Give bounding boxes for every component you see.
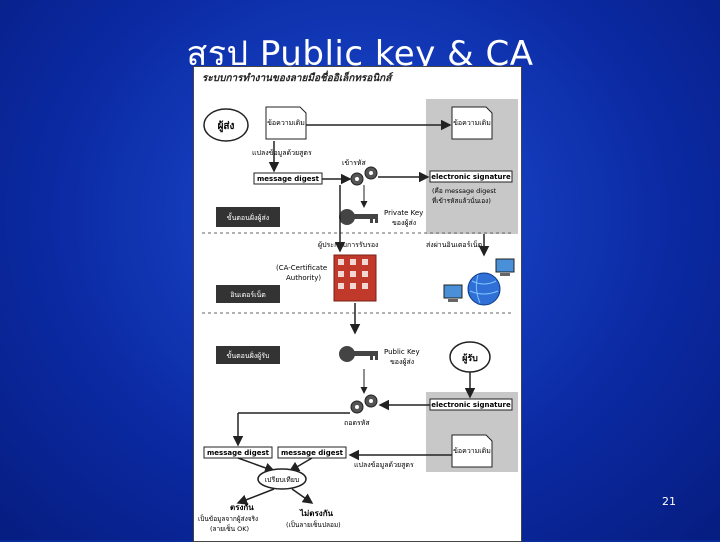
- receiver-step-label: ขั้นตอนฝั่งผู้รับ: [227, 349, 270, 360]
- compare-node: [257, 468, 307, 490]
- original-message-label-receiver: ข้อความเดิม: [453, 447, 491, 455]
- public-key-label-1: Public Key: [384, 348, 420, 356]
- original-message-doc: [265, 106, 307, 140]
- original-message-doc-right: [451, 106, 493, 140]
- ca-org-label: ผู้ประกอบการรับรอง: [318, 241, 378, 249]
- convert-note: แปลงข้อมูลด้วยสูตร: [252, 149, 312, 157]
- gear-icon-hole: [369, 171, 373, 175]
- page-number: 21: [662, 495, 676, 508]
- private-key-icon: [339, 209, 378, 225]
- internet-step-box: [216, 285, 280, 303]
- sender-step-box: [216, 207, 280, 227]
- electronic-signature-box: [429, 170, 513, 183]
- public-key-label-2: ของผู้ส่ง: [390, 358, 414, 366]
- nomatch-note: (เป็นลายเซ็นปลอม): [286, 520, 341, 529]
- decrypt-label: ถอดรหัส: [344, 419, 370, 427]
- nomatch-label: ไม่ตรงกัน: [299, 508, 334, 518]
- gear-icon-hole: [369, 399, 373, 403]
- gear-icon-hole: [355, 177, 359, 181]
- receiver-label: ผู้รับ: [462, 353, 478, 364]
- flow-arrow: [291, 488, 314, 504]
- flow-arrow: [236, 488, 275, 505]
- sender-node: [203, 108, 249, 142]
- flow-arrow: [237, 457, 276, 473]
- ca-building-icon: [333, 254, 377, 302]
- message-digest-label-left: message digest: [207, 449, 270, 457]
- compare-label: เปรียบเทียบ: [265, 476, 300, 484]
- message-digest-label-right: message digest: [281, 449, 344, 457]
- diagram-panel: ระบบการทำงานของลายมือชื่ออิเล็กทรอนิกส์ …: [193, 66, 522, 542]
- convert-note-receiver: แปลงข้อมูลด้วยสูตร: [354, 461, 414, 469]
- computer-icon: [495, 258, 515, 276]
- es-note-line2: ที่เข้ารหัสแล้วนั่นเอง): [432, 196, 491, 205]
- encrypt-label: เข้ารหัส: [342, 159, 366, 167]
- globe-lines: [469, 274, 499, 304]
- es-note-line1: (คือ message digest: [432, 187, 497, 195]
- computer-icon: [443, 284, 463, 302]
- via-internet-label: ส่งผ่านอินเตอร์เน็ต: [426, 240, 483, 249]
- electronic-signature-label-receiver: electronic signature: [431, 401, 511, 409]
- ca-full-label-2: Authority): [286, 274, 321, 282]
- flow-arrow: [288, 457, 313, 472]
- globe-icon: [467, 272, 501, 306]
- sender-label: ผู้ส่ง: [218, 120, 235, 133]
- sender-step-label: ขั้นตอนฝั่งผู้ส่ง: [227, 211, 269, 222]
- ca-full-label-1: (CA-Certificate: [276, 264, 327, 272]
- signature-flow-diagram: ระบบการทำงานของลายมือชื่ออิเล็กทรอนิกส์ …: [198, 70, 518, 533]
- receiver-step-box: [216, 346, 280, 364]
- match-note-line2: (ลายเซ็น OK): [210, 524, 249, 533]
- private-key-label-1: Private Key: [384, 209, 423, 217]
- match-label: ตรงกัน: [230, 503, 254, 512]
- private-key-label-2: ของผู้ส่ง: [392, 219, 416, 227]
- original-message-label: ข้อความเดิม: [267, 119, 305, 127]
- match-note-line1: เป็นข้อมูลจากผู้ส่งจริง: [198, 514, 258, 523]
- message-digest-label: message digest: [257, 175, 320, 183]
- original-message-doc-receiver: [451, 434, 493, 468]
- gear-icon-hole: [355, 405, 359, 409]
- public-key-icon: [339, 346, 378, 362]
- original-message-label-right: ข้อความเดิม: [453, 119, 491, 127]
- electronic-signature-label: electronic signature: [431, 173, 511, 181]
- internet-step-label: อินเตอร์เน็ต: [230, 290, 266, 299]
- diagram-header: ระบบการทำงานของลายมือชื่ออิเล็กทรอนิกส์: [202, 70, 394, 84]
